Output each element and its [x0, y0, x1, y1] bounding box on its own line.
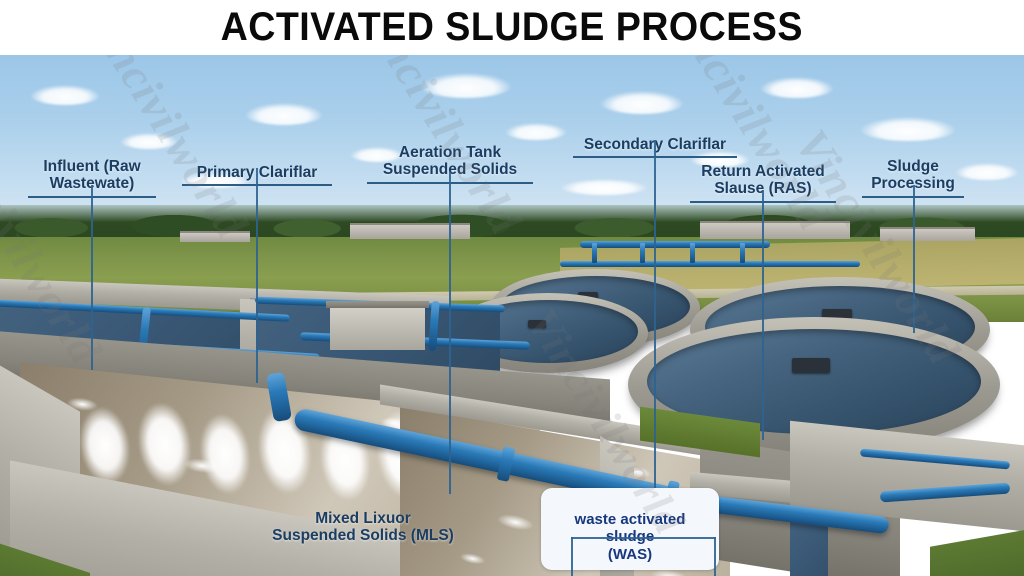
- callout-influent-label: Influent (Raw Wastewate): [43, 157, 141, 193]
- cloud: [560, 179, 648, 195]
- gantry-post: [690, 243, 695, 263]
- gantry-post: [740, 243, 745, 263]
- plant-building: [700, 221, 850, 239]
- gantry-frame: [580, 241, 770, 248]
- callout-influent[interactable]: Influent (Raw Wastewate): [28, 140, 156, 215]
- callout-aeration-tank[interactable]: Aeration Tank Suspended Solids: [367, 126, 533, 201]
- callout-sludge-processing-underline: [862, 195, 964, 198]
- distant-treeline: [0, 205, 1024, 243]
- control-structure-roof: [326, 301, 429, 308]
- clarifier-rake: [791, 357, 830, 373]
- callout-ras[interactable]: Return Activated Slause (RAS): [690, 145, 836, 220]
- cloud: [30, 85, 100, 105]
- cloud: [600, 91, 684, 114]
- callout-primary-clarifier-label: Primary Clariflar: [196, 163, 318, 181]
- gantry-post: [640, 243, 645, 263]
- callout-influent-underline: [28, 195, 156, 198]
- cloud: [690, 151, 750, 167]
- plant-photograph: [0, 55, 1024, 576]
- callout-aeration-tank-label: Aeration Tank Suspended Solids: [382, 143, 518, 179]
- callout-sludge-processing[interactable]: Sludge Processing: [862, 140, 964, 215]
- callout-primary-clarifier[interactable]: Primary Clariflar: [182, 146, 332, 204]
- callout-sludge-processing-label: Sludge Processing: [871, 157, 955, 193]
- badge-waste-activated-sludge-label: waste activated sludge (WAS): [574, 510, 686, 564]
- clarifier-rake: [528, 320, 546, 329]
- cloud: [760, 77, 834, 98]
- callout-ras-label: Return Activated Slause (RAS): [701, 162, 825, 198]
- grass-patch: [930, 527, 1024, 576]
- title-bar: ACTIVATED SLUDGE PROCESS: [0, 0, 1024, 55]
- callout-ras-underline: [690, 200, 836, 203]
- cloud: [420, 73, 512, 98]
- badge-waste-activated-sludge[interactable]: waste activated sludge (WAS): [541, 488, 719, 570]
- cloud: [120, 133, 178, 149]
- cloud: [505, 123, 567, 140]
- plant-building: [350, 223, 470, 239]
- plant-building: [880, 227, 975, 241]
- cloud: [245, 103, 323, 125]
- callout-primary-clarifier-underline: [182, 184, 332, 186]
- control-structure: [330, 305, 425, 350]
- plant-building: [180, 231, 250, 242]
- callout-secondary-clarifier-label: Secondary Clariflar: [583, 135, 727, 153]
- gantry-post: [592, 243, 597, 263]
- callout-mlss-label: Mixed Lixuor Suspended Solids (MLS): [272, 509, 454, 545]
- callout-mlss[interactable]: Mixed Lixuor Suspended Solids (MLS): [252, 492, 474, 545]
- cloud: [350, 147, 404, 162]
- page-title: ACTIVATED SLUDGE PROCESS: [220, 5, 804, 49]
- cloud: [955, 163, 1019, 180]
- gantry-pipe: [560, 261, 860, 267]
- callout-aeration-tank-underline: [367, 181, 533, 184]
- cloud: [860, 117, 956, 141]
